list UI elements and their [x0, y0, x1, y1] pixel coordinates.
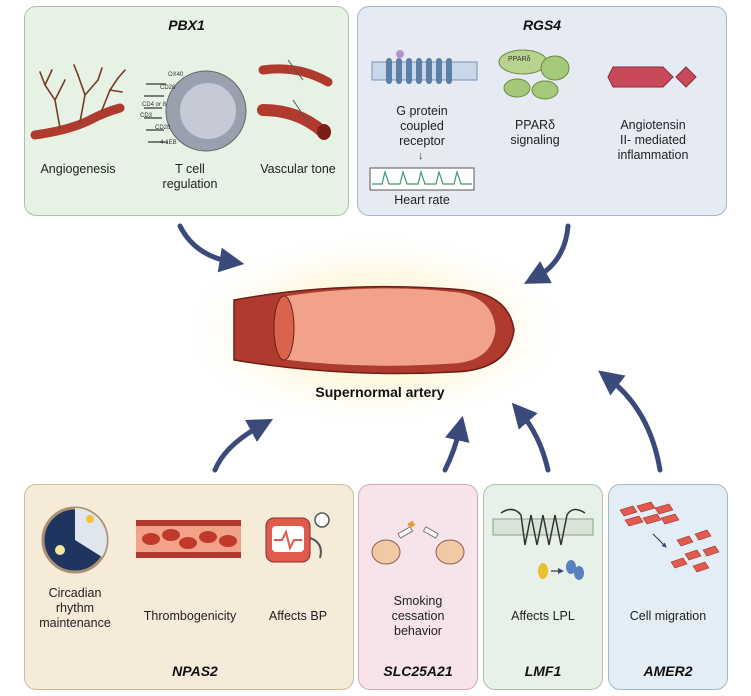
- gpcr-label: G protein coupled receptor: [396, 104, 448, 148]
- slc25a21-panel: [358, 484, 478, 690]
- pbx1-gene-label: PBX1: [168, 17, 205, 33]
- marker-cd28-top: CD28: [160, 85, 176, 91]
- npas2-gene-label: NPAS2: [172, 663, 218, 679]
- marker-4-1eb: 4-1EB: [160, 140, 177, 146]
- circadian-label: Circadian rhythm maintenance: [39, 586, 111, 630]
- lmf1-membrane-icon: [492, 508, 594, 580]
- angiotensin-label: Angiotensin II- mediated inflammation: [617, 118, 689, 162]
- arrow-npas2: [212, 419, 273, 473]
- marker-cd3: CD3: [140, 113, 153, 119]
- t-cell-label: T cell regulation: [162, 162, 218, 191]
- amer2-gene-label: AMER2: [643, 663, 693, 679]
- lpl-label: Affects LPL: [511, 609, 575, 623]
- cell-migration-icon: [619, 501, 720, 573]
- bp-monitor-icon: [265, 512, 330, 563]
- slc25a21-gene-label: SLC25A21: [383, 663, 453, 679]
- smoking-hands-icon: [371, 520, 465, 565]
- angiotensin-icon: [607, 66, 697, 88]
- arrow-slc25a21: [442, 415, 470, 473]
- marker-ox40: OX40: [168, 72, 184, 78]
- cell-migration-label: Cell migration: [629, 609, 707, 623]
- rgs4-gene-label: RGS4: [522, 17, 562, 33]
- lmf1-gene-label: LMF1: [524, 663, 562, 679]
- angiogenesis-icon: [30, 64, 126, 140]
- heart-rate-label: Heart rate: [394, 193, 450, 207]
- ppar-icon: [498, 49, 570, 100]
- circadian-clock-icon: [41, 506, 109, 574]
- angiogenesis-label: Angiogenesis: [40, 162, 116, 176]
- heart-rate-trace: [369, 167, 475, 191]
- t-cell-icon: [144, 70, 247, 152]
- arrow-pbx1: [177, 223, 245, 273]
- vascular-tone-label: Vascular tone: [260, 162, 336, 176]
- artery-illustration: [233, 285, 515, 375]
- ppar-label: PPARδ signaling: [510, 118, 560, 147]
- thrombogenicity-icon: [136, 520, 241, 558]
- arrow-amer2: [598, 370, 663, 473]
- smoking-label: Smoking cessation behavior: [391, 594, 445, 638]
- marker-cd4-or-8: CD4 or 8: [142, 102, 167, 108]
- arrow-rgs4: [523, 223, 571, 284]
- center-title: Supernormal artery: [315, 384, 445, 400]
- arrow-lmf1: [511, 402, 551, 473]
- thrombogenicity-label: Thrombogenicity: [143, 609, 237, 623]
- marker-cd28-bottom: CD28: [155, 125, 171, 131]
- down-arrow-icon: ↓: [418, 150, 424, 162]
- ppar-badge: PPARδ: [508, 56, 531, 63]
- gpcr-icon: [371, 50, 478, 84]
- vascular-tone-icon: [257, 59, 333, 140]
- bp-label: Affects BP: [268, 609, 328, 623]
